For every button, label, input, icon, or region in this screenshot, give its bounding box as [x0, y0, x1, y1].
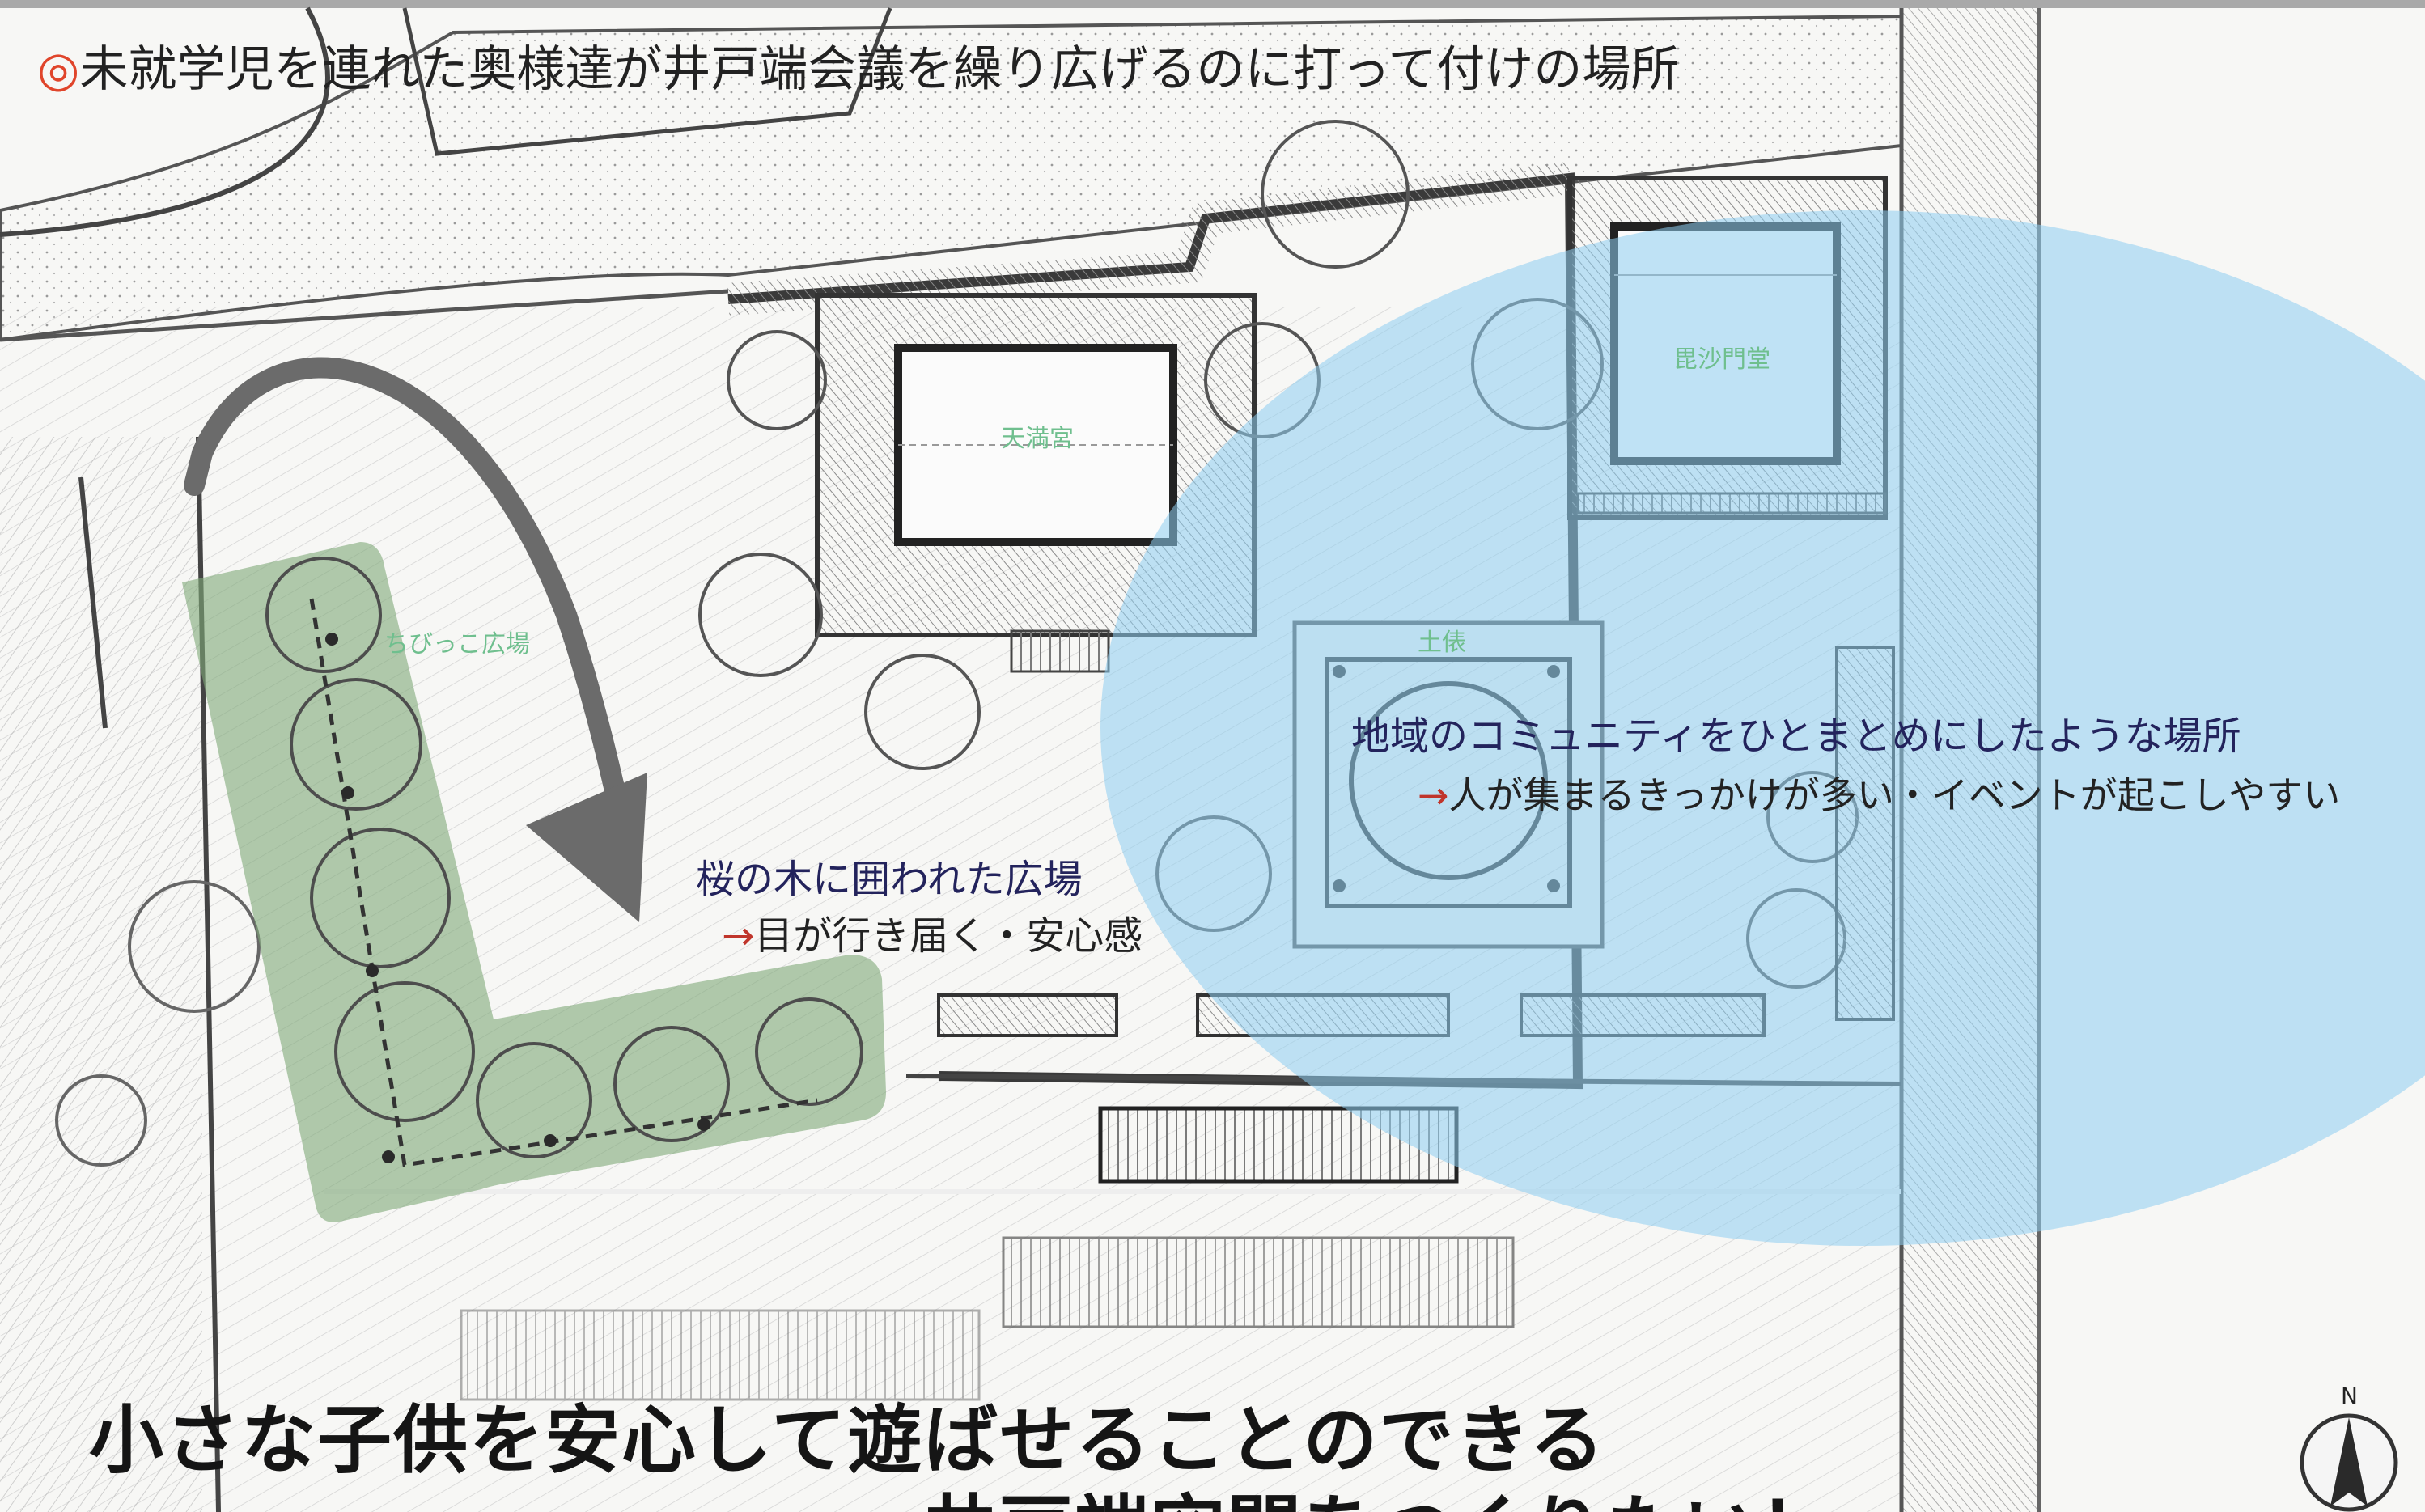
- headline-line1: 小さな子供を安心して遊ばせることのできる: [89, 1397, 1606, 1484]
- top-bar: [0, 0, 2425, 8]
- road-top: [0, 14, 1903, 342]
- flow-arrow: [192, 357, 634, 836]
- compass-north-label: N: [2341, 1383, 2358, 1409]
- children-plaza-zone: [182, 542, 886, 1222]
- sakura-note-detail: →目が行き届く・安心感: [722, 913, 1143, 959]
- label-bishamondo: 毘沙門堂: [1673, 345, 1770, 374]
- red-arrow-icon: →: [722, 913, 755, 959]
- north-arrow-compass: [2300, 1413, 2398, 1512]
- headline-line2: 井戸端空間をつくりたい！: [922, 1493, 1835, 1512]
- community-note-title: 地域のコミュニティをひとまとめにしたような場所: [1351, 714, 2241, 759]
- sakura-note-title: 桜の木に囲われた広場: [696, 857, 1083, 902]
- label-chibikko-hiroba: ちびっこ広場: [384, 630, 530, 659]
- community-note-detail: →人が集まるきっかけが多い・イベントが起こしやすい: [1418, 773, 2341, 817]
- header-title-text: 未就学児を連れた奥様達が井戸端会議を繰り広げるのに打って付けの場所: [79, 41, 1680, 98]
- flow-arrowhead: [526, 773, 647, 922]
- label-dohyo: 土俵: [1418, 629, 1466, 657]
- red-arrow-icon: →: [1418, 773, 1449, 817]
- community-zone: [1100, 210, 2425, 1246]
- double-circle-icon: ◎: [37, 41, 80, 98]
- header-title: ◎未就学児を連れた奥様達が井戸端会議を繰り広げるのに打って付けの場所: [37, 45, 1679, 94]
- label-tenmangu: 天満宮: [1001, 425, 1074, 453]
